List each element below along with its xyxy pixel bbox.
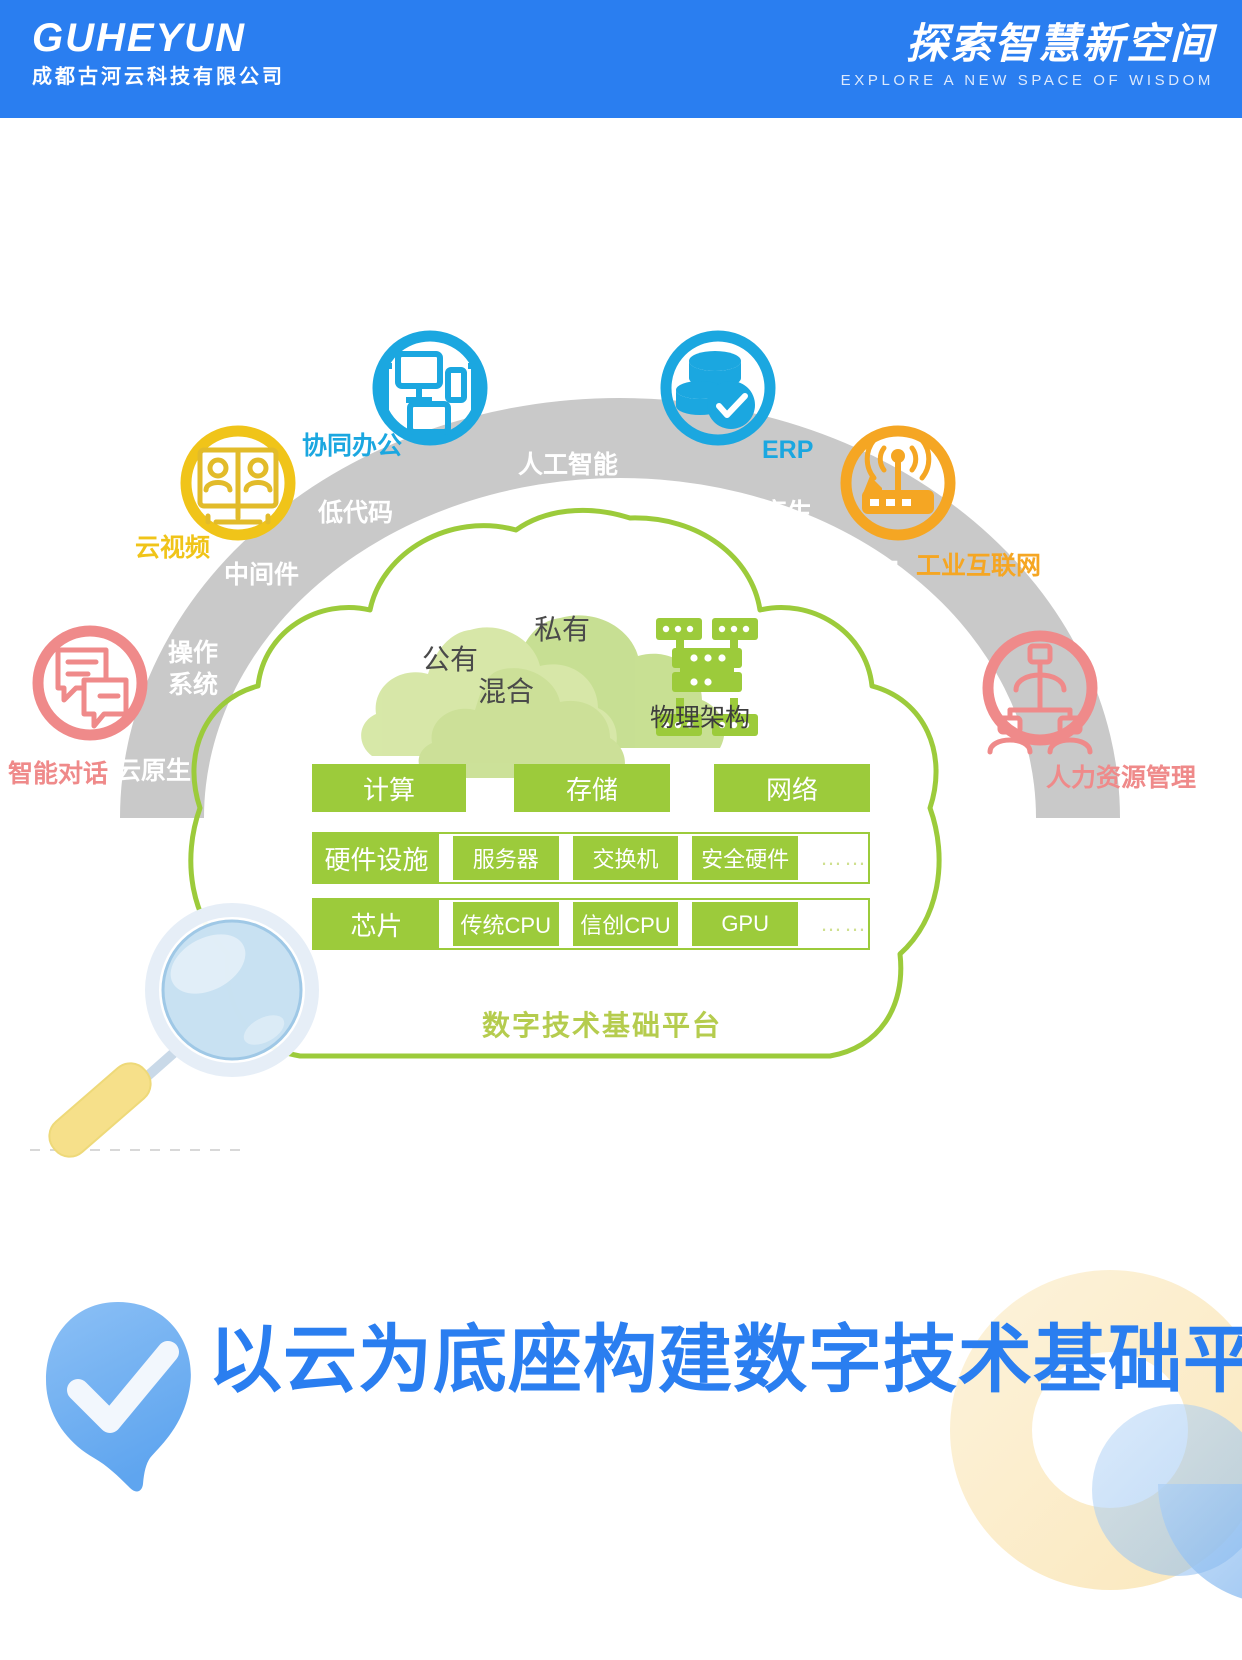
slogan-chinese: 探索智慧新空间 xyxy=(905,20,1214,67)
hardware-chip-security[interactable]: 安全硬件 xyxy=(692,836,799,880)
category-icon-erp xyxy=(660,330,776,446)
category-icon-collab xyxy=(372,330,488,446)
hardware-row-head: 硬件设施 xyxy=(314,834,439,882)
physical-architecture-caption: 物理架构 xyxy=(650,704,751,732)
arc-word-middleware: 中间件 xyxy=(224,561,300,589)
chip-xinchuang-cpu[interactable]: 信创CPU xyxy=(572,902,679,946)
server-rack-icon xyxy=(656,618,758,736)
magnifying-glass-icon xyxy=(30,903,319,1158)
brand-logo: GUHEYUN 成都古河云科技有限公司 xyxy=(32,16,285,92)
cloud-blob-hybrid xyxy=(418,668,625,778)
slogan-english: EXPLORE A NEW SPACE OF WISDOM xyxy=(840,72,1214,89)
category-label-erp[interactable]: ERP xyxy=(762,436,814,464)
chip-traditional-cpu[interactable]: 传统CPU xyxy=(452,902,559,946)
arc-word-iot: 物联网 xyxy=(824,559,900,587)
category-icon-video xyxy=(180,425,296,541)
category-label-hr-management[interactable]: 人力资源管理 xyxy=(1046,764,1197,792)
category-icon-dialog xyxy=(32,625,148,741)
hardware-row-ellipsis: …… xyxy=(820,845,869,870)
blue-check-bubble-icon xyxy=(46,1302,191,1492)
arc-word-ai: 人工智能 xyxy=(518,451,619,479)
platform-caption: 数字技术基础平台 xyxy=(482,1010,723,1041)
header-slogan: 探索智慧新空间 EXPLORE A NEW SPACE OF WISDOM xyxy=(841,20,1214,92)
footer-graphics xyxy=(46,1270,1242,1599)
category-icon-industrial xyxy=(840,425,956,541)
hardware-chip-server[interactable]: 服务器 xyxy=(452,836,559,880)
cloud-type-hybrid: 混合 xyxy=(478,676,535,707)
arc-word-cloud-native: 云原生 xyxy=(116,757,192,785)
cloud-type-private: 私有 xyxy=(534,614,591,645)
page-header: GUHEYUN 成都古河云科技有限公司 探索智慧新空间 EXPLORE A NE… xyxy=(0,0,1242,118)
diagram-canvas xyxy=(30,330,1120,1158)
cloud-type-public: 公有 xyxy=(422,644,479,675)
cloud-blob-group xyxy=(361,615,725,778)
arc-word-digital-twin: 数字孪生 xyxy=(712,499,813,527)
arc-word-database: 数据库 xyxy=(938,757,1014,785)
category-icon-hr xyxy=(982,630,1098,755)
chip-gpu[interactable]: GPU xyxy=(692,902,799,946)
category-label-industrial-internet[interactable]: 工业互联网 xyxy=(916,552,1042,580)
arc-word-operating-system-line2: 系统 xyxy=(168,671,219,699)
category-label-video[interactable]: 云视频 xyxy=(135,534,211,562)
hardware-chip-switch[interactable]: 交换机 xyxy=(572,836,679,880)
chip-row-ellipsis: …… xyxy=(820,911,869,936)
chip-row: 芯片 传统CPU 信创CPU GPU …… xyxy=(312,898,870,950)
arc-word-low-code: 低代码 xyxy=(318,499,394,527)
service-bar-compute[interactable]: 计算 xyxy=(312,764,466,812)
hardware-infrastructure-row: 硬件设施 服务器 交换机 安全硬件 …… xyxy=(312,832,870,884)
arc-word-operating-system-line1: 操作 xyxy=(168,639,219,667)
logo-chinese-company-name: 成都古河云科技有限公司 xyxy=(32,66,285,88)
service-bar-network[interactable]: 网络 xyxy=(714,764,870,812)
category-label-smart-dialog[interactable]: 智能对话 xyxy=(8,760,109,788)
logo-english-text: GUHEYUN xyxy=(32,16,247,60)
chip-row-head: 芯片 xyxy=(314,900,439,948)
arc-word-big-data: 大数据 xyxy=(896,641,972,669)
service-bar-storage[interactable]: 存储 xyxy=(514,764,670,812)
category-label-collab[interactable]: 协同办公 xyxy=(302,432,403,460)
architecture-diagram: 低代码 人工智能 数字孪生 中间件 物联网 操作 系统 大数据 云原生 数据库 … xyxy=(0,118,1242,1238)
decorative-rings xyxy=(950,1270,1242,1599)
footer-title: 以云为底座构建数字技术基础平台 xyxy=(208,1318,1242,1401)
